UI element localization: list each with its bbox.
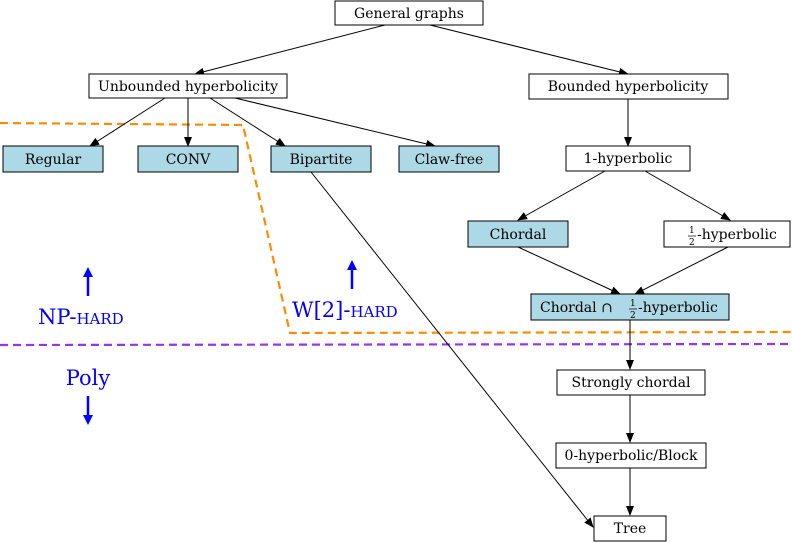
node-unbounded-label: Unbounded hyperbolicity (98, 79, 278, 95)
node-bounded-label: Bounded hyperbolicity (548, 79, 709, 95)
w2-hard-label: W[2]- (292, 298, 350, 322)
poly-boundary (0, 342, 792, 347)
svg-text:NP-HARD: NP-HARD (38, 305, 124, 329)
node-chordal-label: Chordal (490, 227, 547, 243)
node-strongly-label: Strongly chordal (572, 375, 691, 391)
node-conv: CONV (137, 145, 239, 173)
node-bipartite-label: Bipartite (290, 152, 353, 168)
svg-text:W[2]-HARD: W[2]-HARD (292, 298, 398, 322)
node-0-hyperbolic-block: 0-hyperbolic/Block (555, 442, 707, 469)
svg-text:1 2 -hyperbolic: 1 2 -hyperbolic (689, 221, 777, 249)
half-hyp-frac-num: 1 (689, 226, 695, 236)
edge-unbounded-clawfree (234, 97, 436, 148)
np-hard-label: NP- (38, 305, 76, 329)
node-1-hyperbolic: 1-hyperbolic (565, 145, 691, 172)
node-1hyp-label: 1-hyperbolic (584, 151, 673, 167)
node-unbounded-hyperbolicity: Unbounded hyperbolicity (88, 73, 288, 99)
edge-1hyp-chordal (517, 170, 606, 221)
node-claw-free: Claw-free (398, 145, 500, 173)
edge-general-bounded (429, 24, 629, 76)
node-tree: Tree (593, 515, 667, 542)
node-clawfree-label: Claw-free (415, 152, 484, 168)
np-hard-smallcaps: HARD (76, 310, 123, 328)
node-half-hyp-label: -hyperbolic (697, 227, 777, 243)
node-regular-label: Regular (25, 152, 82, 168)
node-chordal: Chordal (467, 220, 569, 248)
edge-1hyp-half (644, 170, 731, 221)
node-zerohyp-label: 0-hyperbolic/Block (565, 448, 698, 464)
node-bounded-hyperbolicity: Bounded hyperbolicity (528, 73, 729, 100)
edge-chordal-intersection (517, 246, 621, 295)
edge-general-unbounded (194, 24, 386, 76)
node-tree-label: Tree (614, 521, 647, 537)
chordal-half-frac-den: 2 (630, 311, 636, 321)
np-hard-boundary (0, 121, 792, 335)
node-chordal-half-hyperbolic: Chordal ∩ 1 2 -hyperbolic (530, 293, 730, 322)
node-half-hyperbolic: 1 2 -hyperbolic (663, 220, 791, 249)
edge-unbounded-regular (89, 97, 166, 147)
edge-half-intersection (634, 246, 729, 295)
node-regular: Regular (2, 145, 104, 173)
node-general-graphs-label: General graphs (354, 6, 464, 22)
edge-bipartite-tree (310, 171, 594, 528)
node-bipartite: Bipartite (270, 145, 372, 173)
edge-unbounded-bipartite (209, 97, 286, 147)
node-chordal-half-suffix: -hyperbolic (638, 300, 718, 316)
half-hyp-frac-den: 2 (689, 238, 695, 248)
poly-label: Poly (66, 366, 111, 390)
svg-text:Chordal ∩ 1 2: Chordal ∩ 1 2 -hyperbolic (540, 294, 718, 322)
chordal-half-frac-num: 1 (630, 299, 636, 309)
node-general-graphs: General graphs (334, 0, 484, 26)
node-conv-label: CONV (166, 152, 211, 168)
node-chordal-half-prefix: Chordal ∩ (540, 300, 617, 316)
node-strongly-chordal: Strongly chordal (556, 369, 706, 396)
w2-hard-smallcaps: HARD (350, 303, 397, 321)
